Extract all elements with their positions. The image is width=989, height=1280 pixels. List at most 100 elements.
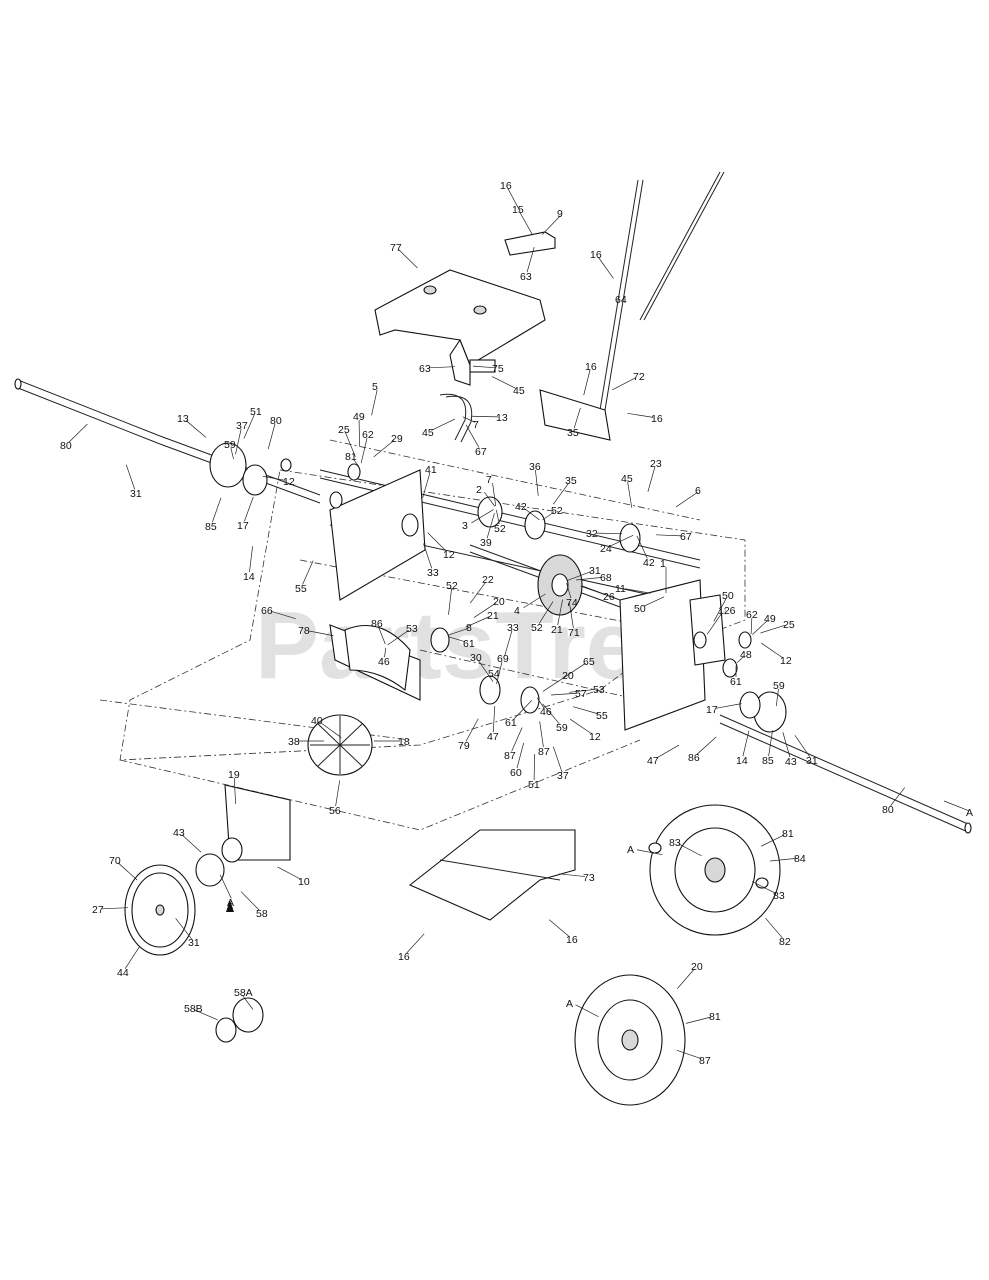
leader-line (761, 642, 783, 659)
callout-label: 61 (730, 676, 742, 688)
leader-line (557, 599, 563, 626)
leader-line (472, 415, 499, 418)
leader-line (576, 577, 603, 581)
callout-label: 45 (621, 473, 633, 485)
leader-line (384, 647, 387, 658)
leader-line (765, 917, 783, 939)
callout-label: 67 (475, 446, 487, 458)
callout-label: 19 (228, 769, 240, 781)
callout-label: 31 (188, 937, 200, 949)
leader-line (523, 508, 540, 521)
leader-line (742, 730, 750, 757)
leader-line (794, 735, 811, 757)
sprockets (401, 496, 641, 714)
callout-label: 16 (500, 180, 512, 192)
callout-label: 20 (562, 670, 574, 682)
leader-line (387, 629, 409, 646)
callout-label: 126 (718, 605, 736, 617)
leader-line (782, 732, 791, 758)
callout-label: 57 (575, 688, 587, 700)
callout-label: 62 (746, 609, 758, 621)
bearings-right (693, 631, 787, 733)
leader-line (249, 546, 253, 573)
callout-label: 13 (177, 413, 189, 425)
callout-label: 12 (443, 549, 455, 561)
leader-line (320, 722, 342, 738)
callout-label: 1 (660, 558, 666, 570)
leader-line (552, 746, 563, 772)
leader-line (567, 571, 592, 581)
leader-line (473, 602, 496, 618)
leader-line (125, 464, 136, 490)
callout-label: 65 (583, 656, 595, 668)
lower-bracket (195, 784, 291, 887)
axle-right (719, 714, 972, 834)
callout-label: 16 (398, 951, 410, 963)
leader-line (124, 946, 140, 969)
callout-label: 82 (779, 936, 791, 948)
callout-label: 52 (531, 622, 543, 634)
leader-line (636, 535, 648, 559)
leader-line (627, 481, 633, 508)
leader-line (566, 582, 572, 599)
leader-line (484, 492, 496, 507)
leader-line (542, 511, 554, 521)
impeller (307, 714, 373, 776)
callout-label: 56 (329, 805, 341, 817)
callout-label: 42 (643, 557, 655, 569)
left-side-plate (329, 469, 426, 701)
callout-label: 16 (585, 361, 597, 373)
callout-label: 12 (589, 731, 601, 743)
callout-label: 16 (590, 249, 602, 261)
shift-lever (504, 231, 556, 256)
callout-label: 27 (92, 904, 104, 916)
callout-label: 36 (529, 461, 541, 473)
leader-line (636, 849, 663, 856)
leader-line (360, 437, 368, 464)
leader-line (580, 585, 606, 596)
leader-line (68, 423, 88, 443)
control-rods (439, 171, 725, 443)
leader-line (471, 509, 494, 524)
callout-label: 81 (782, 828, 794, 840)
leader-line (345, 432, 356, 457)
callout-label: 24 (600, 543, 612, 555)
callout-label: 16 (566, 934, 578, 946)
callout-label: 87 (538, 746, 550, 758)
callout-label: 61 (463, 638, 475, 650)
leader-line (563, 662, 586, 678)
leader-line (472, 365, 495, 369)
callout-label: 38 (288, 736, 300, 748)
callout-label: 31 (589, 565, 601, 577)
leader-line (465, 616, 490, 628)
leader-line (715, 703, 742, 709)
leader-line (677, 968, 695, 989)
callout-label: 35 (565, 475, 577, 487)
wheel-bottom (574, 974, 686, 1106)
callout-label: 12 (283, 476, 295, 488)
leader-line (536, 697, 545, 708)
leader-line (447, 636, 466, 643)
leader-line (713, 598, 727, 622)
leader-line (235, 428, 242, 455)
leader-line (496, 509, 500, 525)
leader-line (737, 656, 744, 663)
leader-line (373, 440, 395, 458)
callout-label: 58B (184, 1003, 203, 1015)
callout-label: 45 (513, 385, 525, 397)
callout-label: 35 (567, 427, 579, 439)
leader-line (244, 496, 254, 522)
leader-line (598, 257, 614, 279)
leader-line (477, 660, 494, 682)
leader-line (181, 834, 202, 853)
leader-line (624, 588, 651, 594)
leader-line (675, 491, 698, 508)
leader-line (302, 560, 314, 585)
leader-line (647, 466, 656, 492)
leader-line (371, 389, 378, 416)
leader-line (431, 418, 456, 431)
callout-label: 78 (298, 625, 310, 637)
leader-line (243, 414, 255, 439)
callout-label: 37 (557, 770, 569, 782)
callout-label: 67 (680, 531, 692, 543)
